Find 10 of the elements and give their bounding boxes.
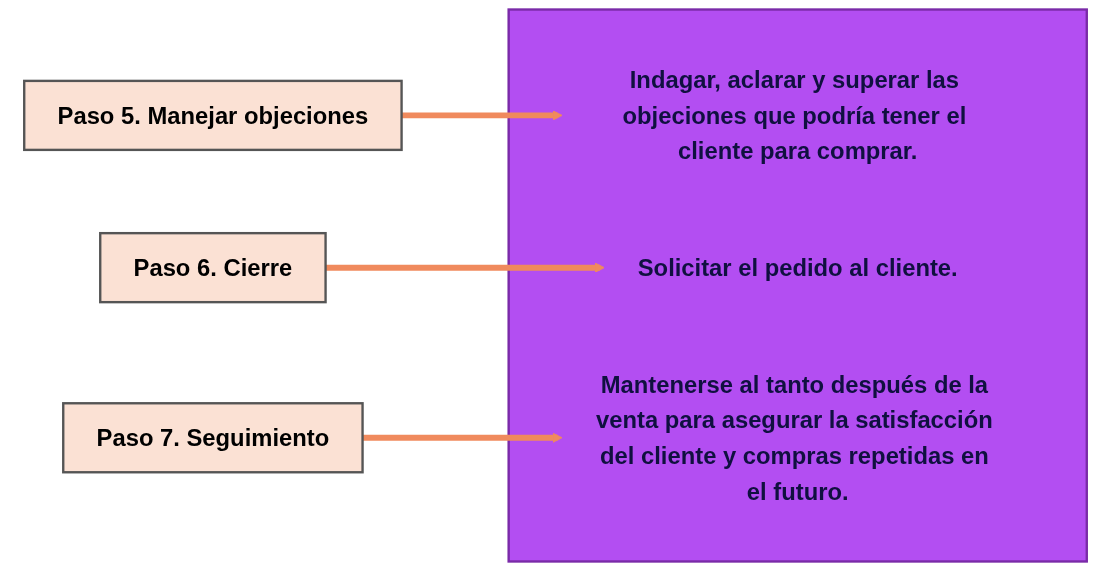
node-box: Paso 7. Seguimiento	[62, 402, 364, 474]
arrow	[401, 110, 563, 121]
node-box: Paso 5. Manejar objeciones	[23, 79, 403, 152]
arrow	[325, 262, 605, 273]
arrow	[362, 432, 563, 443]
node-text: Indagar, aclarar y superar las objeciones que podría tener el cliente para comprar.	[622, 66, 967, 165]
node-text: Solicitar el pedido al cliente.	[637, 254, 958, 281]
node-text: Mantenerse al tanto después de la venta para asegurar la satisfacción del cliente y compras repetidas en el futuro.	[596, 371, 993, 505]
node-box: Paso 6. Cierre	[99, 231, 327, 304]
cluster	[507, 8, 1088, 563]
